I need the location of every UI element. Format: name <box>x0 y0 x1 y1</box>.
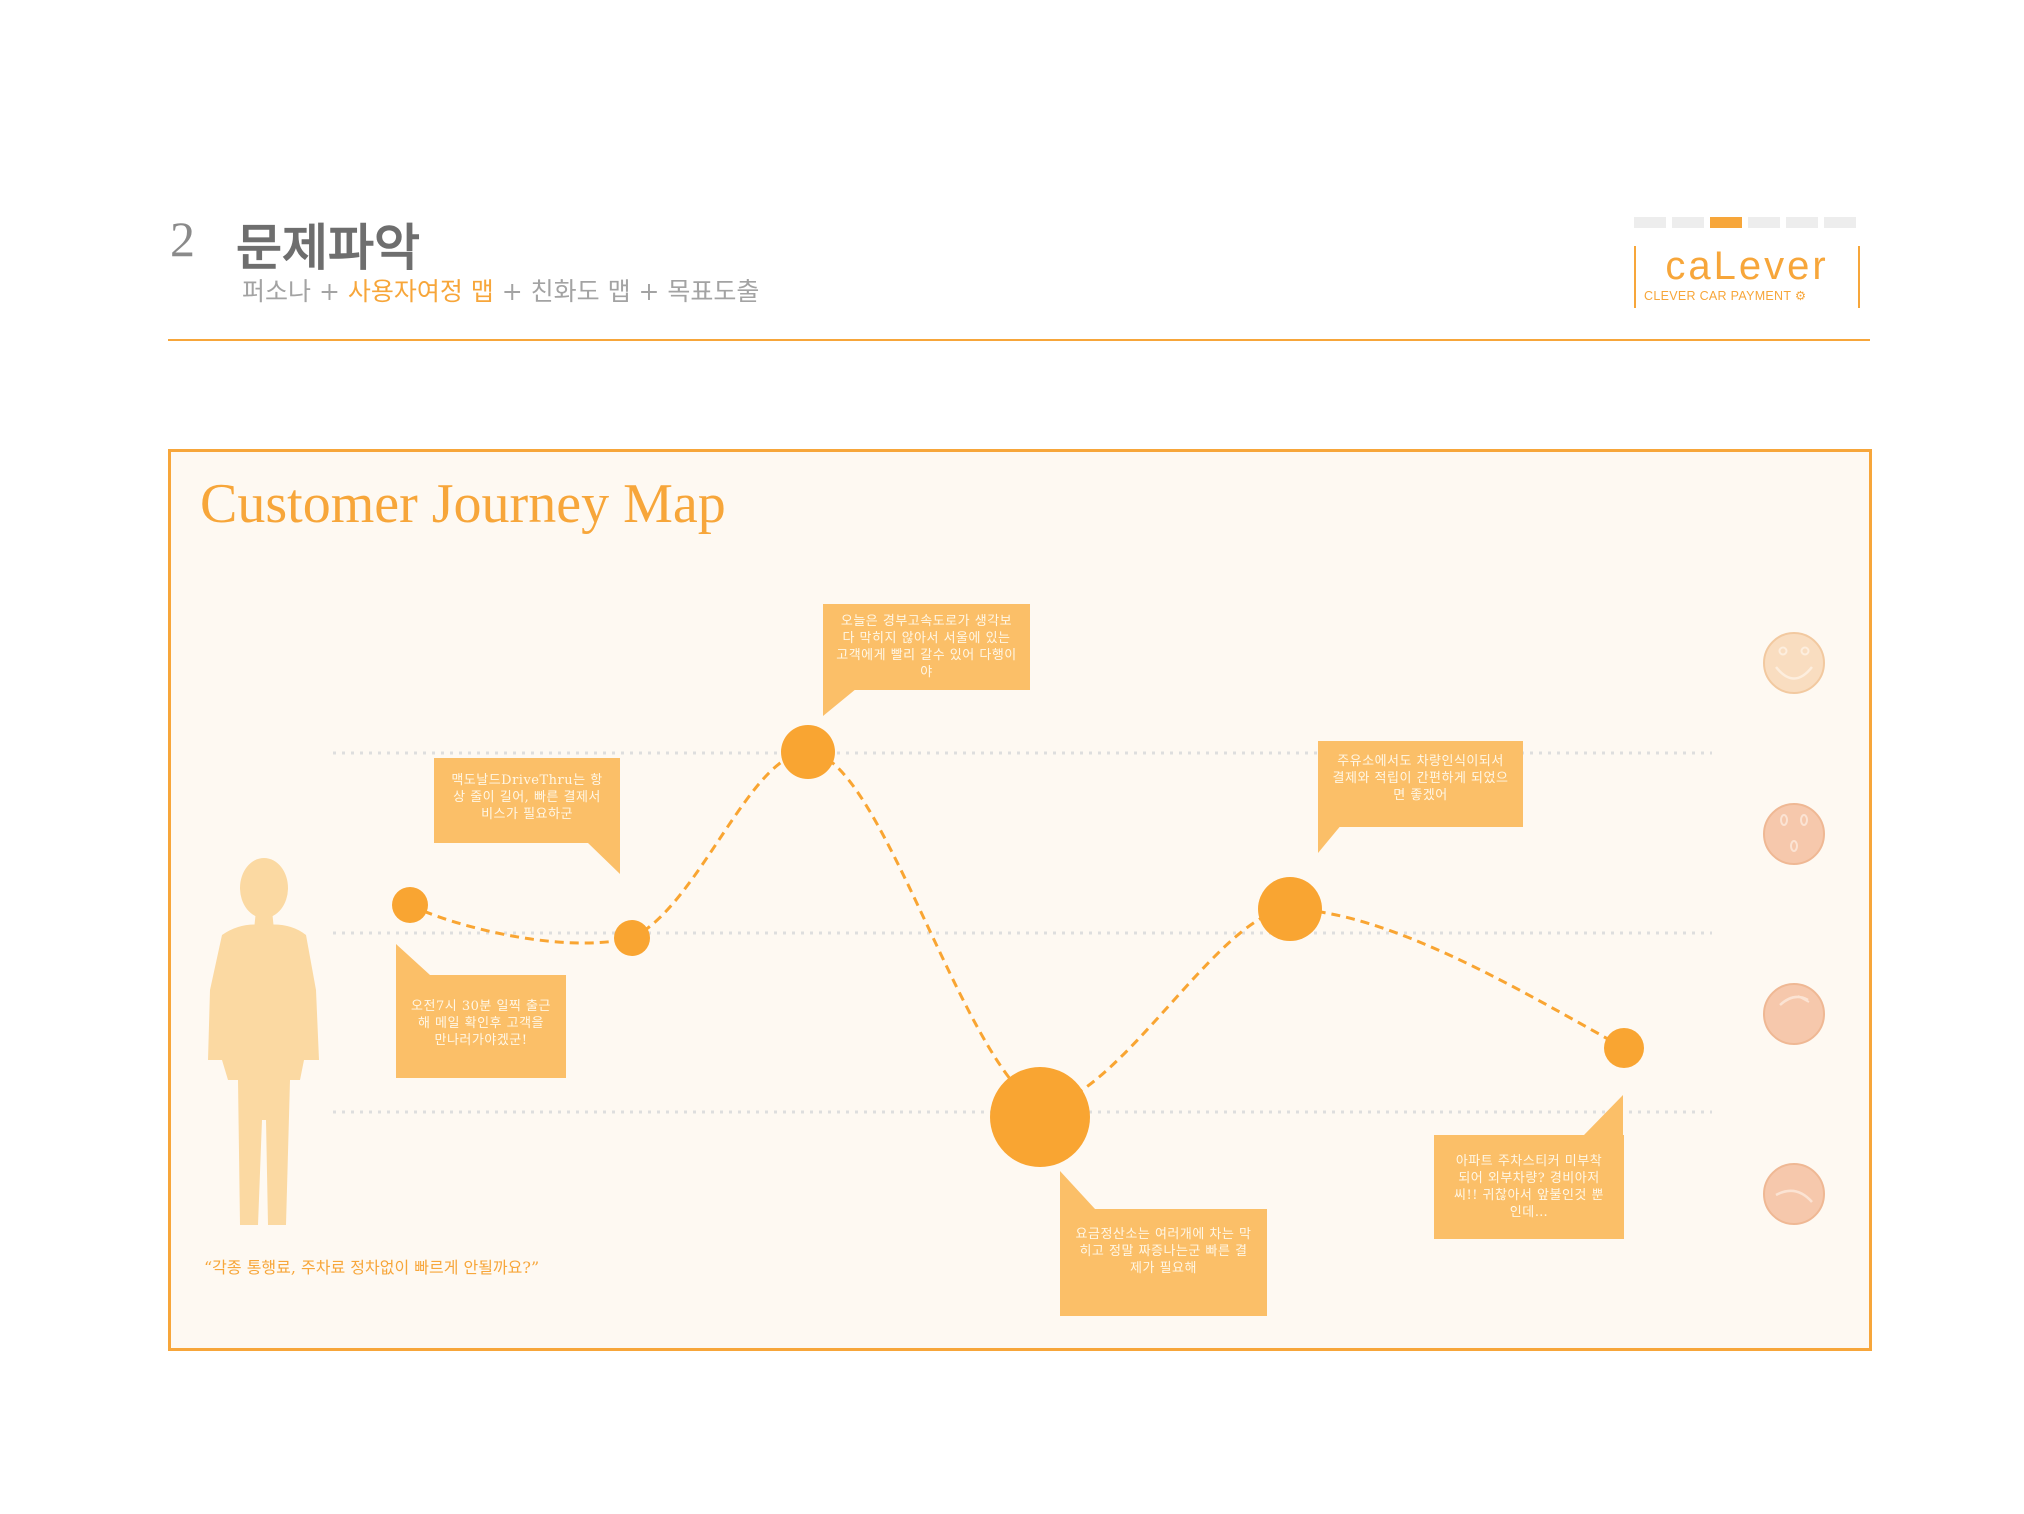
persona-quote: “각종 통행료, 주차료 정차없이 빠르게 안될까요?” <box>204 1258 540 1277</box>
brand-tagline: CLEVER CAR PAYMENT ⚙ <box>1644 288 1854 303</box>
brand-wordmark: caLever <box>1665 244 1829 288</box>
journey-bubble-6-text: 아파트 주차스티커 미부착 되어 외부차량? 경비아저씨!! 귀찮아서 앞불인것… <box>1454 1154 1604 1220</box>
subtitle-highlight: 사용자여정 맵 <box>347 277 494 306</box>
journey-bubble-2: 맥도날드DriveThru는 항상 줄이 길어, 빠른 결제서비스가 필요하군 <box>434 758 620 843</box>
brand-tagline-text: CLEVER CAR PAYMENT <box>1644 289 1792 303</box>
journey-node-4[interactable] <box>990 1067 1090 1167</box>
progress-step <box>1786 217 1818 228</box>
persona-silhouette <box>208 858 319 1225</box>
journey-bubble-1-text: 오전7시 30분 일찍 출근해 메일 확인후 고객을 만나러가야겠군! <box>411 999 551 1048</box>
journey-bubble-5-text: 주유소에서도 차량인식이되서 결제와 적립이 간편하게 되었으면 좋겠어 <box>1332 754 1509 803</box>
journey-bubble-4: 요금정산소는 여러개에 차는 막히고 정말 짜증나는군 빠른 결제가 필요해 <box>1060 1209 1267 1316</box>
journey-nodes <box>392 725 1644 1167</box>
journey-bubble-3: 오늘은 경부고속도로가 생각보다 막히지 않아서 서울에 있는 고객에게 빨리 … <box>823 604 1030 690</box>
face-unhappy-icon <box>1763 983 1825 1045</box>
progress-step <box>1748 217 1780 228</box>
journey-node-1[interactable] <box>392 887 428 923</box>
subtitle-post: + 친화도 맵 + 목표도출 <box>493 277 760 306</box>
bubble-tails <box>396 684 1623 1209</box>
journey-node-2[interactable] <box>614 920 650 956</box>
gear-icon: ⚙ <box>1794 289 1807 303</box>
header-divider <box>168 339 1870 341</box>
journey-bubble-5: 주유소에서도 차량인식이되서 결제와 적립이 간편하게 되었으면 좋겠어 <box>1318 741 1523 827</box>
subtitle-pre: 퍼소나 + <box>242 277 348 306</box>
journey-node-5[interactable] <box>1258 877 1322 941</box>
journey-bubble-4-text: 요금정산소는 여러개에 차는 막히고 정말 짜증나는군 빠른 결제가 필요해 <box>1075 1227 1252 1276</box>
brand-logo: caLever CLEVER CAR PAYMENT ⚙ <box>1634 244 1860 308</box>
face-very-unhappy-icon <box>1763 1163 1825 1225</box>
progress-step <box>1634 217 1666 228</box>
progress-step <box>1824 217 1856 228</box>
journey-bubble-2-text: 맥도날드DriveThru는 항상 줄이 길어, 빠른 결제서비스가 필요하군 <box>451 773 603 822</box>
face-very-happy-icon <box>1763 632 1825 694</box>
section-subtitle: 퍼소나 + 사용자여정 맵 + 친화도 맵 + 목표도출 <box>242 272 759 308</box>
progress-step-active <box>1710 217 1742 228</box>
section-title: 문제파악 <box>236 218 420 277</box>
section-number: 2 <box>170 211 195 267</box>
journey-bubble-1: 오전7시 30분 일찍 출근해 메일 확인후 고객을 만나러가야겠군! <box>396 975 566 1078</box>
journey-node-6[interactable] <box>1604 1028 1644 1068</box>
face-neutral-icon <box>1763 803 1825 865</box>
progress-step <box>1672 217 1704 228</box>
journey-bubble-6: 아파트 주차스티커 미부착 되어 외부차량? 경비아저씨!! 귀찮아서 앞불인것… <box>1434 1135 1624 1239</box>
journey-map-title: Customer Journey Map <box>200 473 726 535</box>
journey-bubble-3-text: 오늘은 경부고속도로가 생각보다 막히지 않아서 서울에 있는 고객에게 빨리 … <box>836 614 1017 680</box>
journey-node-3[interactable] <box>781 725 835 779</box>
